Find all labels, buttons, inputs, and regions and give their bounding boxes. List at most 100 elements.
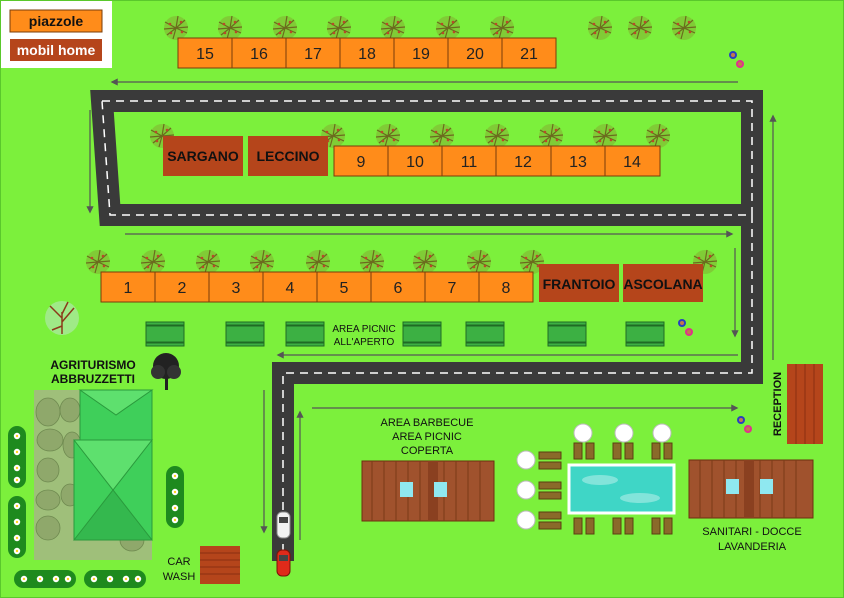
- agriturismo-label-line1: AGRITURISMO: [50, 358, 135, 372]
- car-wash-label-line2: WASH: [163, 571, 196, 583]
- legend-mobilhome-label: mobil home: [17, 42, 96, 58]
- pitch-3[interactable]: 3: [208, 271, 264, 303]
- tree-icon: [592, 123, 618, 149]
- hedges: [8, 426, 184, 588]
- flower-icon: [36, 575, 44, 583]
- pitch-number: 19: [412, 46, 430, 63]
- flower-icon: [13, 464, 21, 472]
- umbrella-row: [516, 423, 634, 530]
- pitch-2[interactable]: 2: [154, 271, 210, 303]
- pitch-number: 1: [124, 280, 133, 297]
- sunbed-icon: [624, 517, 634, 535]
- bench-icon: [625, 321, 665, 347]
- road-markings: [101, 100, 753, 550]
- sunbed-icon: [538, 451, 562, 460]
- flower-icon: [13, 432, 21, 440]
- pitch-12[interactable]: 12: [495, 145, 552, 177]
- tree-icon: [249, 249, 275, 275]
- pitch-6[interactable]: 6: [370, 271, 426, 303]
- pitch-8[interactable]: 8: [478, 271, 534, 303]
- bench-icon: [547, 321, 587, 347]
- sanitari-label-line1: SANITARI - DOCCE: [702, 526, 801, 538]
- pitch-number: 15: [196, 46, 214, 63]
- pitch-15[interactable]: 15: [177, 37, 233, 69]
- window-icon: [434, 482, 447, 497]
- sunbed-icon: [585, 442, 595, 460]
- flower-icon: [64, 575, 72, 583]
- umbrella-icon: [516, 510, 536, 530]
- pitch-number: 10: [406, 154, 424, 171]
- flower-icon: [171, 516, 179, 524]
- window-icon: [726, 479, 739, 494]
- pitch-20[interactable]: 20: [447, 37, 503, 69]
- traffic-arrows: [86, 78, 777, 540]
- sunbed-icon: [573, 517, 583, 535]
- umbrella-icon: [652, 423, 672, 443]
- sunbed-icon: [663, 517, 673, 535]
- sunbed-icon: [612, 442, 622, 460]
- pitch-number: 2: [178, 280, 187, 297]
- flower-icon: [13, 518, 21, 526]
- mobilhome-sargano[interactable]: SARGANO: [163, 136, 243, 176]
- pitch-16[interactable]: 16: [231, 37, 287, 69]
- car-icon: [276, 511, 291, 539]
- pitch-11[interactable]: 11: [441, 145, 497, 177]
- mobilhome-frantoio[interactable]: FRANTOIO: [539, 264, 619, 302]
- pitch-row-middle: SARGANO LECCINO 9 10 11 12 13 14: [149, 123, 671, 177]
- pitch-14[interactable]: 14: [604, 145, 661, 177]
- reception-label: RECEPTION: [772, 372, 784, 436]
- bench-icon: [285, 321, 325, 347]
- picnic-open-label-line2: ALL'APERTO: [334, 337, 395, 348]
- car-wash[interactable]: CAR WASH: [163, 546, 240, 584]
- tree-icon: [671, 15, 697, 41]
- legend-pitch-swatch: [9, 9, 103, 33]
- tree-icon: [627, 15, 653, 41]
- legend: piazzole mobil home: [0, 0, 112, 68]
- pitch-5[interactable]: 5: [316, 271, 372, 303]
- pitch-number: 8: [502, 280, 511, 297]
- tree-icon: [163, 15, 189, 41]
- swimming-pool-area[interactable]: [516, 423, 676, 535]
- pitch-row-top: 15 16 17 18 19 20 21: [163, 15, 697, 69]
- sunbed-icon: [624, 442, 634, 460]
- tree-icon: [484, 123, 510, 149]
- sunbed-icon: [651, 442, 661, 460]
- agriturismo-label-line2: ABBRUZZETTI: [51, 372, 135, 386]
- pitch-1[interactable]: 1: [100, 271, 156, 303]
- tree-icon: [412, 249, 438, 275]
- pitch-21[interactable]: 21: [501, 37, 557, 69]
- pitch-number: 14: [623, 154, 641, 171]
- sanitari-building[interactable]: SANITARI - DOCCE LAVANDERIA: [688, 459, 814, 553]
- pitch-19[interactable]: 19: [393, 37, 449, 69]
- pitch-number: 4: [286, 280, 295, 297]
- mobilhome-ascolana[interactable]: ASCOLANA: [623, 264, 703, 302]
- picnic-area-open[interactable]: AREA PICNIC ALL'APERTO: [145, 321, 665, 348]
- mobilhome-leccino[interactable]: LECCINO: [248, 136, 328, 176]
- sunbed-row: [538, 442, 673, 535]
- car-wash-label-line1: CAR: [167, 556, 190, 568]
- tree-icon: [305, 249, 331, 275]
- sunbed-icon: [538, 481, 562, 490]
- pitch-17[interactable]: 17: [285, 37, 341, 69]
- pitch-7[interactable]: 7: [424, 271, 480, 303]
- sunbed-icon: [538, 461, 562, 470]
- tree-icon: [272, 15, 298, 41]
- agriturismo[interactable]: AGRITURISMO ABBRUZZETTI: [34, 353, 181, 560]
- pitch-9[interactable]: 9: [333, 145, 389, 177]
- pitch-number: 5: [340, 280, 349, 297]
- pitch-13[interactable]: 13: [550, 145, 606, 177]
- pitch-10[interactable]: 10: [387, 145, 443, 177]
- swimming-pool: [567, 463, 676, 515]
- window-icon: [400, 482, 413, 497]
- sunbed-icon: [538, 491, 562, 500]
- reception-building[interactable]: RECEPTION: [772, 364, 823, 444]
- sunbed-icon: [612, 517, 622, 535]
- barbecue-area[interactable]: AREA BARBECUE AREA PICNIC COPERTA: [361, 417, 495, 522]
- flower-icon: [13, 448, 21, 456]
- tree-icon: [645, 123, 671, 149]
- bench-icon: [145, 321, 185, 347]
- pitch-4[interactable]: 4: [262, 271, 318, 303]
- pitch-18[interactable]: 18: [339, 37, 395, 69]
- pitch-number: 13: [569, 154, 587, 171]
